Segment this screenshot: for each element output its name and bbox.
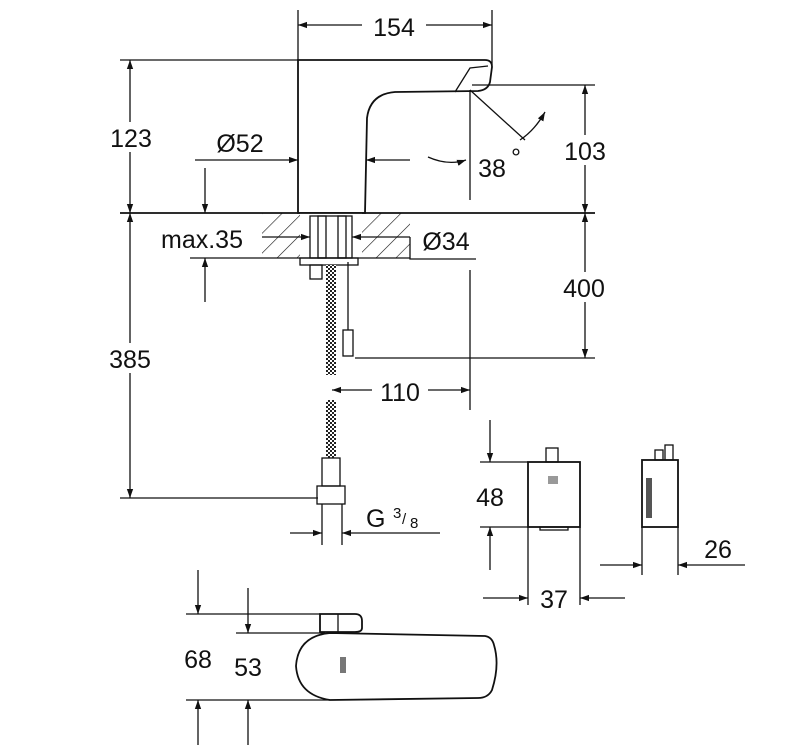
- dim-width-154: 154: [297, 10, 493, 65]
- dim-hose-385: 385: [100, 213, 318, 499]
- dim-height-103: 103: [472, 84, 617, 213]
- dim-label-26: 26: [704, 536, 732, 564]
- dim-label-385: 385: [109, 346, 151, 374]
- dim-label-68: 68: [184, 646, 212, 674]
- dim-label-154: 154: [373, 14, 415, 42]
- dim-label-34: Ø34: [422, 228, 469, 256]
- supply-hose: [316, 262, 354, 505]
- dim-label-48: 48: [476, 484, 504, 512]
- control-box-front: 48 37: [465, 420, 625, 614]
- dim-label-37: 37: [540, 586, 568, 614]
- dim-label-52: Ø52: [216, 130, 263, 158]
- dim-label-38: 38: [478, 155, 506, 183]
- dim-label-max35: max.35: [161, 226, 243, 254]
- degree-symbol: °: [511, 144, 521, 172]
- faucet-top-view: 68 53: [175, 570, 498, 745]
- dim-height-123: 123: [100, 60, 162, 213]
- dim-label-400: 400: [563, 275, 605, 303]
- control-box-side: 26: [600, 444, 745, 575]
- dim-diameter-34: Ø34: [352, 228, 476, 260]
- thread-slash: /: [402, 511, 407, 528]
- dim-label-53: 53: [234, 654, 262, 682]
- dim-deck-max35: max.35: [148, 168, 310, 302]
- dim-offset-110: 110: [332, 270, 471, 410]
- dim-label-103: 103: [564, 138, 606, 166]
- dim-angle-38: 38 °: [427, 89, 546, 200]
- deck-section: [120, 212, 595, 280]
- thread-den: 8: [410, 515, 418, 532]
- dim-diameter-52: Ø52: [195, 130, 410, 164]
- thread-num: 3: [393, 505, 401, 522]
- dim-label-110: 110: [380, 379, 420, 407]
- faucet-side-view: [120, 59, 493, 214]
- thread-label: G: [366, 505, 385, 533]
- dim-label-123: 123: [110, 125, 152, 153]
- dim-height-400: 400: [355, 213, 617, 359]
- dim-thread: G 3 / 8: [290, 502, 442, 545]
